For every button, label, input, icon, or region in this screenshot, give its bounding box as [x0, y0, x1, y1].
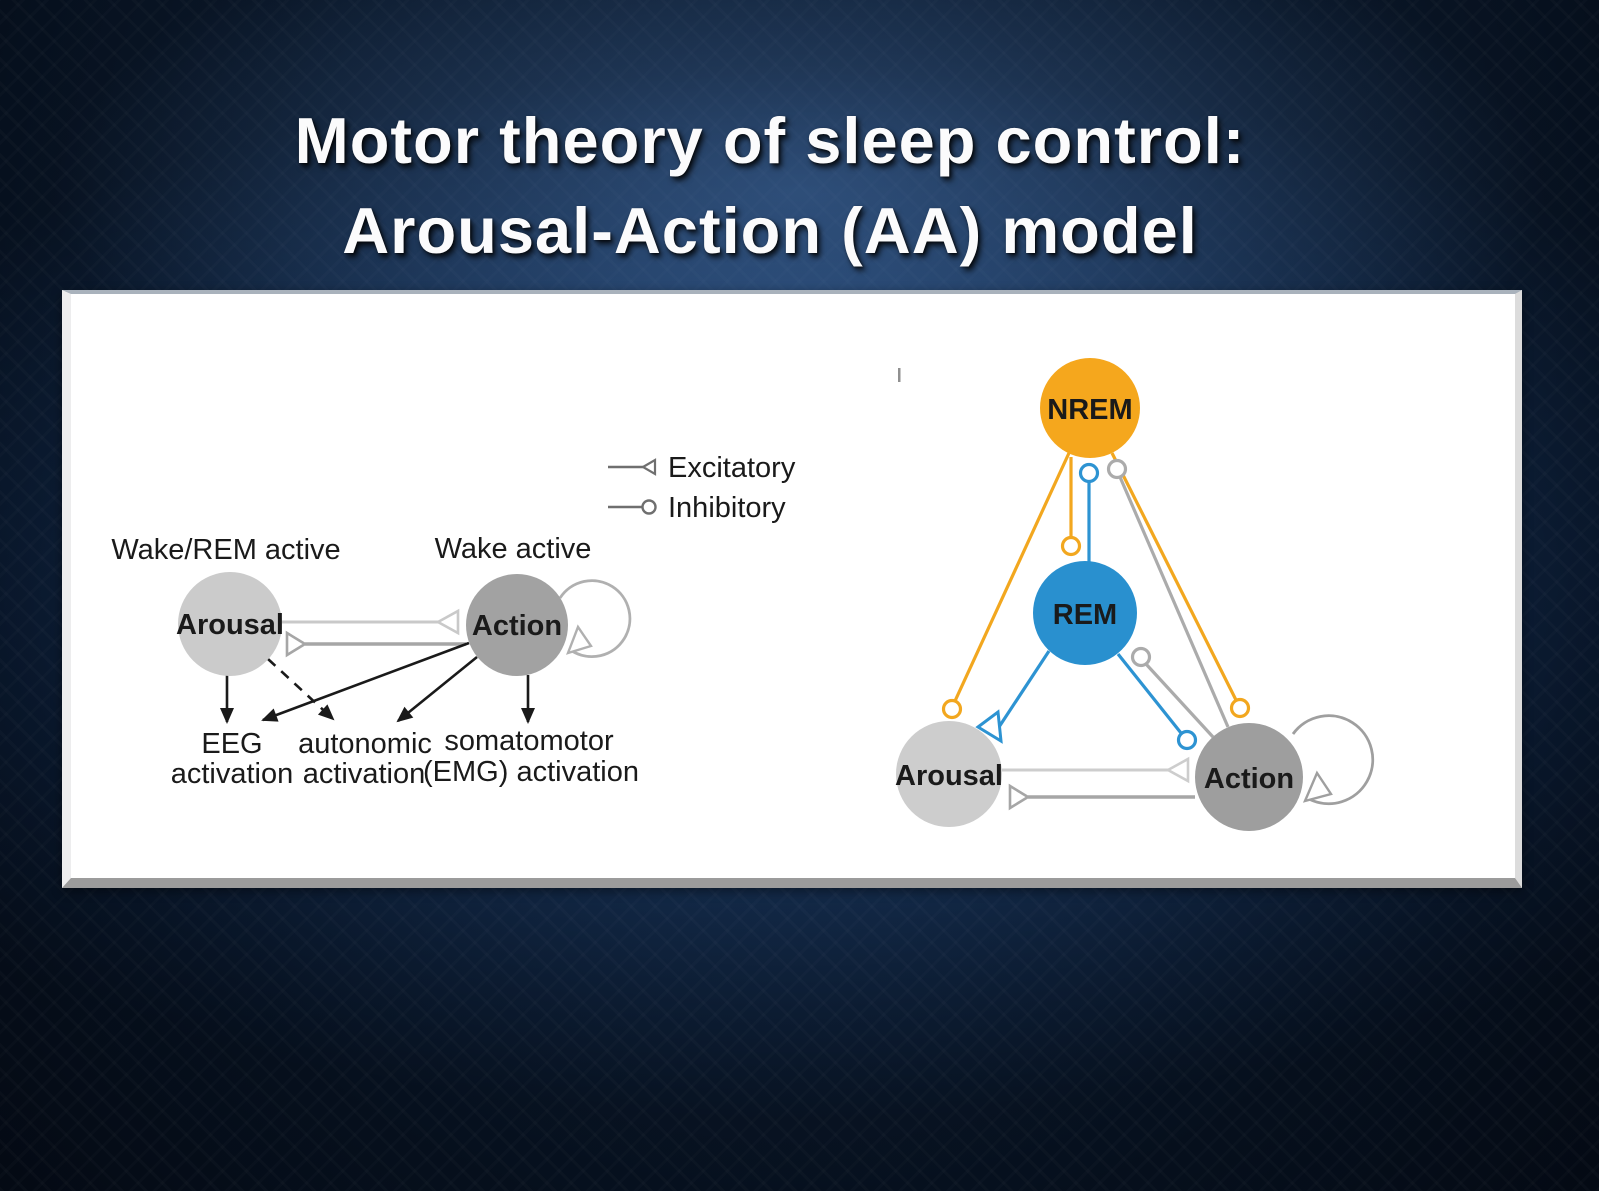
left-node-action: Action: [466, 574, 568, 676]
inhibitory-terminal-action-on-nrem: [1106, 458, 1128, 480]
right-arousal-circle: [896, 721, 1002, 827]
edge-nrem-to-action-inhibitory: [1110, 452, 1238, 701]
right-diagram: NREM REM Arousal Action: [895, 358, 1375, 831]
synapse-legend: Excitatory Inhibitory: [608, 452, 796, 524]
rem-label: REM: [1053, 599, 1117, 631]
arrow-action-to-eeg: [261, 641, 470, 722]
eeg-label-line1: EEG: [201, 728, 262, 760]
action-self-loop-excitatory: [1291, 714, 1375, 806]
excitatory-terminal-arousal-on-action: [1165, 756, 1190, 784]
left-arousal-caption: Wake/REM active: [111, 534, 340, 566]
slide-title-line2: Arousal-Action (AA) model: [342, 194, 1198, 267]
somatomotor-label-line2: (EMG) activation: [423, 756, 639, 788]
right-node-action: Action: [1195, 723, 1303, 831]
legend-excitatory-row: Excitatory: [608, 452, 796, 484]
autonomic-label-line1: autonomic: [298, 728, 432, 760]
right-arousal-label: Arousal: [895, 760, 1003, 792]
figure-canvas: Wake/REM active Wake active Arousal: [111, 358, 1375, 831]
edge-nrem-to-arousal-inhibitory: [953, 452, 1071, 702]
left-arousal-circle: [178, 572, 282, 676]
inhibitory-terminal-nrem-on-rem: [1060, 535, 1082, 557]
arrow-action-to-autonomic: [396, 655, 478, 723]
inhibitory-terminal-nrem-on-action: [1229, 697, 1251, 719]
excitatory-terminal-on-action: [435, 608, 460, 636]
inhibitory-terminal-action-on-rem: [1130, 646, 1152, 668]
nrem-circle: [1040, 358, 1140, 458]
right-action-circle: [1195, 723, 1303, 831]
edge-rem-to-arousal-excitatory: [997, 650, 1051, 728]
left-action-caption: Wake active: [435, 533, 592, 565]
excitatory-terminal-self-loop: [565, 624, 593, 655]
left-action-label: Action: [472, 610, 562, 642]
arrow-arousal-to-autonomic-dashed: [267, 658, 335, 721]
legend-excitatory-label: Excitatory: [668, 452, 796, 484]
slide-title-line1: Motor theory of sleep control:: [294, 104, 1246, 177]
right-action-label: Action: [1204, 763, 1294, 795]
somatomotor-label-line1: somatomotor: [444, 725, 614, 757]
excitatory-terminal-on-arousal: [285, 630, 308, 658]
left-node-arousal: Arousal: [176, 572, 284, 676]
right-terminals: [941, 458, 1333, 811]
right-node-arousal: Arousal: [895, 721, 1003, 827]
legend-inhibitory-row: Inhibitory: [608, 492, 786, 524]
figure-panel: Wake/REM active Wake active Arousal: [62, 290, 1522, 888]
nrem-label: NREM: [1047, 394, 1132, 426]
excitatory-terminal-action-self-loop: [1302, 770, 1333, 803]
slide-title: Motor theory of sleep control: Arousal-A…: [0, 96, 1540, 276]
edge-action-to-nrem-inhibitory: [1118, 476, 1230, 728]
left-arousal-label: Arousal: [176, 609, 284, 641]
excitatory-terminal-rem-on-arousal: [975, 709, 1003, 744]
right-node-nrem: NREM: [1040, 358, 1140, 458]
eeg-label-line2: activation: [171, 758, 294, 790]
left-output-arrows: [220, 641, 535, 724]
right-node-rem: REM: [1033, 561, 1137, 665]
left-action-circle: [466, 574, 568, 676]
inhibitory-circle-icon: [641, 499, 657, 515]
edge-rem-to-action-inhibitory: [1116, 653, 1183, 734]
left-diagram: Wake/REM active Wake active Arousal: [111, 533, 639, 790]
excitatory-triangle-icon: [640, 458, 657, 476]
rem-circle: [1033, 561, 1137, 665]
edge-action-to-rem-inhibitory: [1144, 662, 1215, 739]
excitatory-terminal-action-on-arousal: [1008, 783, 1031, 811]
left-action-self-loop-excitatory: [558, 579, 632, 659]
inhibitory-terminal-nrem-on-arousal: [941, 698, 963, 720]
legend-inhibitory-label: Inhibitory: [668, 492, 786, 524]
autonomic-label-line2: activation: [303, 758, 426, 790]
left-output-labels: EEG activation autonomic activation soma…: [171, 725, 639, 790]
stray-tick-mark: [898, 368, 901, 382]
right-edges: [953, 452, 1375, 806]
inhibitory-terminal-rem-on-action: [1176, 729, 1198, 751]
inhibitory-terminal-rem-on-nrem: [1078, 462, 1100, 484]
